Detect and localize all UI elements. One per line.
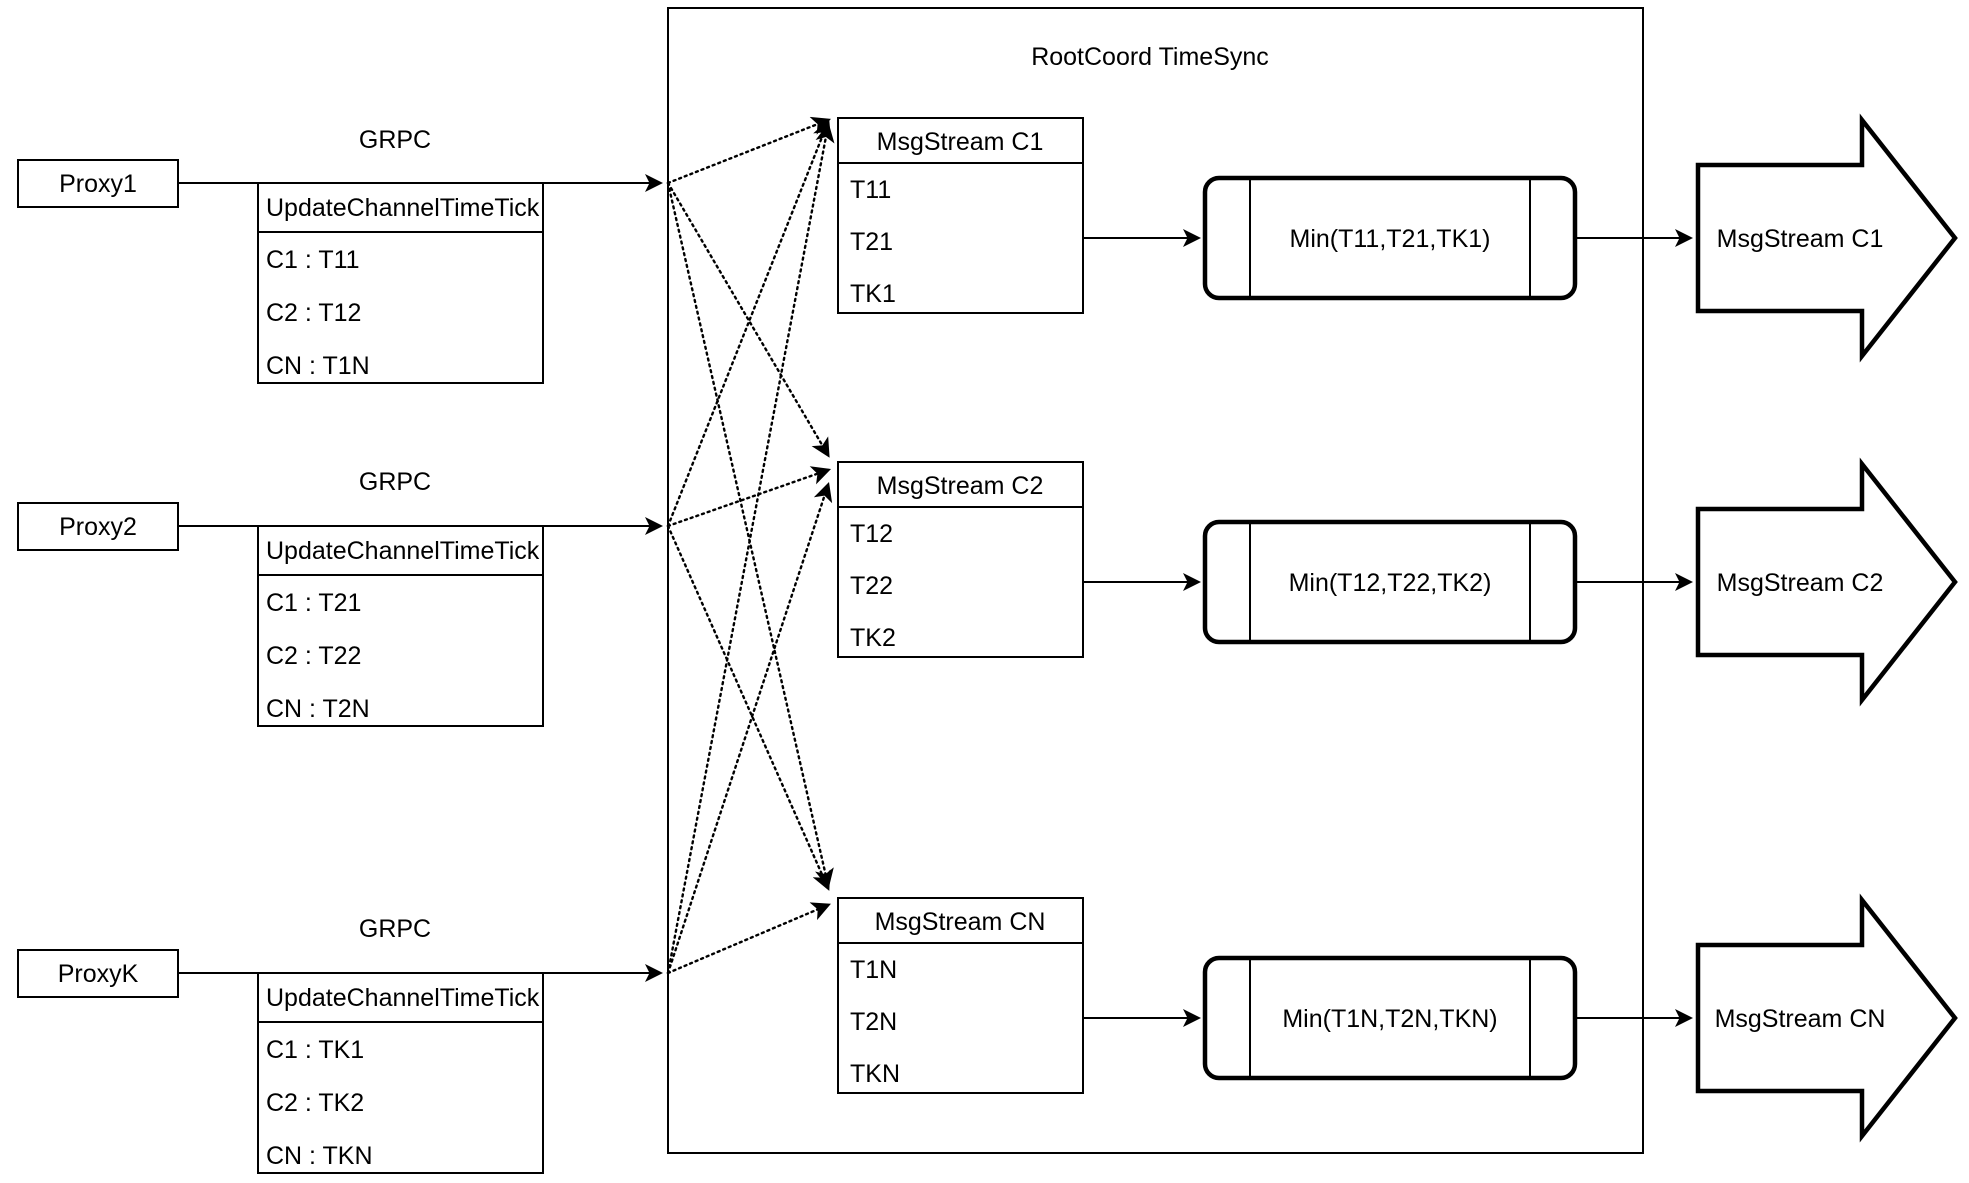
proxy-group-2: GRPC Proxy2 UpdateChannelTimeTick C1 : T… <box>17 468 663 727</box>
fanout-p2-cn <box>666 524 831 891</box>
proxy-box-2[interactable] <box>17 502 179 551</box>
rpc-entry-3-2: CN : TKN <box>266 1142 373 1170</box>
rpc-title-2: UpdateChannelTimeTick <box>266 537 540 565</box>
rpc-entry-2-1: C2 : T22 <box>266 642 361 670</box>
msgstream-tick-3-1: T2N <box>850 1008 897 1036</box>
msgstream-title-1: MsgStream C1 <box>877 128 1044 156</box>
rpc-entry-2-2: CN : T2N <box>266 695 370 723</box>
proxy-box-1[interactable] <box>17 159 179 208</box>
rpc-entry-1-2: CN : T1N <box>266 352 370 380</box>
rpc-entry-1-0: C1 : T11 <box>266 246 360 274</box>
msgstream-tick-3-2: TKN <box>850 1060 900 1088</box>
proxy-label-1: Proxy1 <box>59 170 137 198</box>
output-block-arrow-1 <box>1695 113 1958 363</box>
msgstream-tick-1-2: TK1 <box>850 280 896 308</box>
msgstream-title-2: MsgStream C2 <box>877 472 1044 500</box>
msgstream-box-3 <box>837 897 1084 1094</box>
fanout-p1-cn <box>666 181 834 889</box>
msgstream-tick-2-0: T12 <box>850 520 893 548</box>
proxy-group-3: GRPC ProxyK UpdateChannelTimeTick C1 : T… <box>17 915 663 1174</box>
msgstream-box-2 <box>837 461 1084 658</box>
channel-group-3: MsgStream CN T1N T2N TKN Min(T1N,T2N,TKN… <box>837 893 1958 1143</box>
proxy-label-3: ProxyK <box>58 960 139 988</box>
msgstream-tick-2-1: T22 <box>850 572 893 600</box>
rpc-title-3: UpdateChannelTimeTick <box>266 984 540 1012</box>
msgstream-tick-2-2: TK2 <box>850 624 896 652</box>
msgstream-box-1 <box>837 117 1084 314</box>
proxy-group-1: GRPC Proxy1 UpdateChannelTimeTick C1 : T… <box>17 126 663 384</box>
fanout-p2-c2 <box>666 466 832 528</box>
rpc-entry-3-0: C1 : TK1 <box>266 1036 364 1064</box>
min-label-2: Min(T12,T22,TK2) <box>1289 569 1492 597</box>
output-label-3: MsgStream CN <box>1715 1005 1886 1033</box>
grpc-label-2: GRPC <box>359 468 431 496</box>
output-block-arrow-3 <box>1695 893 1958 1143</box>
msgstream-tick-1-1: T21 <box>850 228 893 256</box>
output-block-arrow-2 <box>1695 457 1958 707</box>
proxy-box-3[interactable] <box>17 949 179 998</box>
fanout-pk-cn <box>666 902 831 975</box>
rpc-table-2 <box>257 525 544 727</box>
grpc-label-3: GRPC <box>359 915 431 943</box>
rootcoord-timesync-title: RootCoord TimeSync <box>1031 43 1269 71</box>
min-label-1: Min(T11,T21,TK1) <box>1290 225 1491 253</box>
rpc-table-3 <box>257 972 544 1174</box>
output-label-2: MsgStream C2 <box>1717 569 1884 597</box>
fanout-pk-c2 <box>666 481 833 975</box>
output-label-1: MsgStream C1 <box>1717 225 1884 253</box>
channel-group-2: MsgStream C2 T12 T22 TK2 Min(T12,T22,TK2… <box>837 457 1958 707</box>
rpc-entry-2-0: C1 : T21 <box>266 589 361 617</box>
msgstream-tick-1-0: T11 <box>850 176 891 204</box>
min-label-3: Min(T1N,T2N,TKN) <box>1282 1005 1497 1033</box>
proxy-label-2: Proxy2 <box>59 513 137 541</box>
fanout-p1-c1 <box>666 116 831 185</box>
msgstream-tick-3-0: T1N <box>850 956 897 984</box>
rpc-title-1: UpdateChannelTimeTick <box>266 194 540 222</box>
rpc-entry-1-1: C2 : T12 <box>266 299 361 327</box>
timetick-fanout-edges <box>666 116 835 975</box>
channel-group-1: MsgStream C1 T11 T21 TK1 Min(T11,T21,TK1… <box>837 113 1958 363</box>
fanout-pk-c1 <box>666 122 835 975</box>
msgstream-title-3: MsgStream CN <box>875 908 1046 936</box>
fanout-p1-c2 <box>666 181 830 458</box>
grpc-label-1: GRPC <box>359 126 431 154</box>
rpc-entry-3-1: C2 : TK2 <box>266 1089 364 1117</box>
fanout-p2-c1 <box>666 119 832 528</box>
